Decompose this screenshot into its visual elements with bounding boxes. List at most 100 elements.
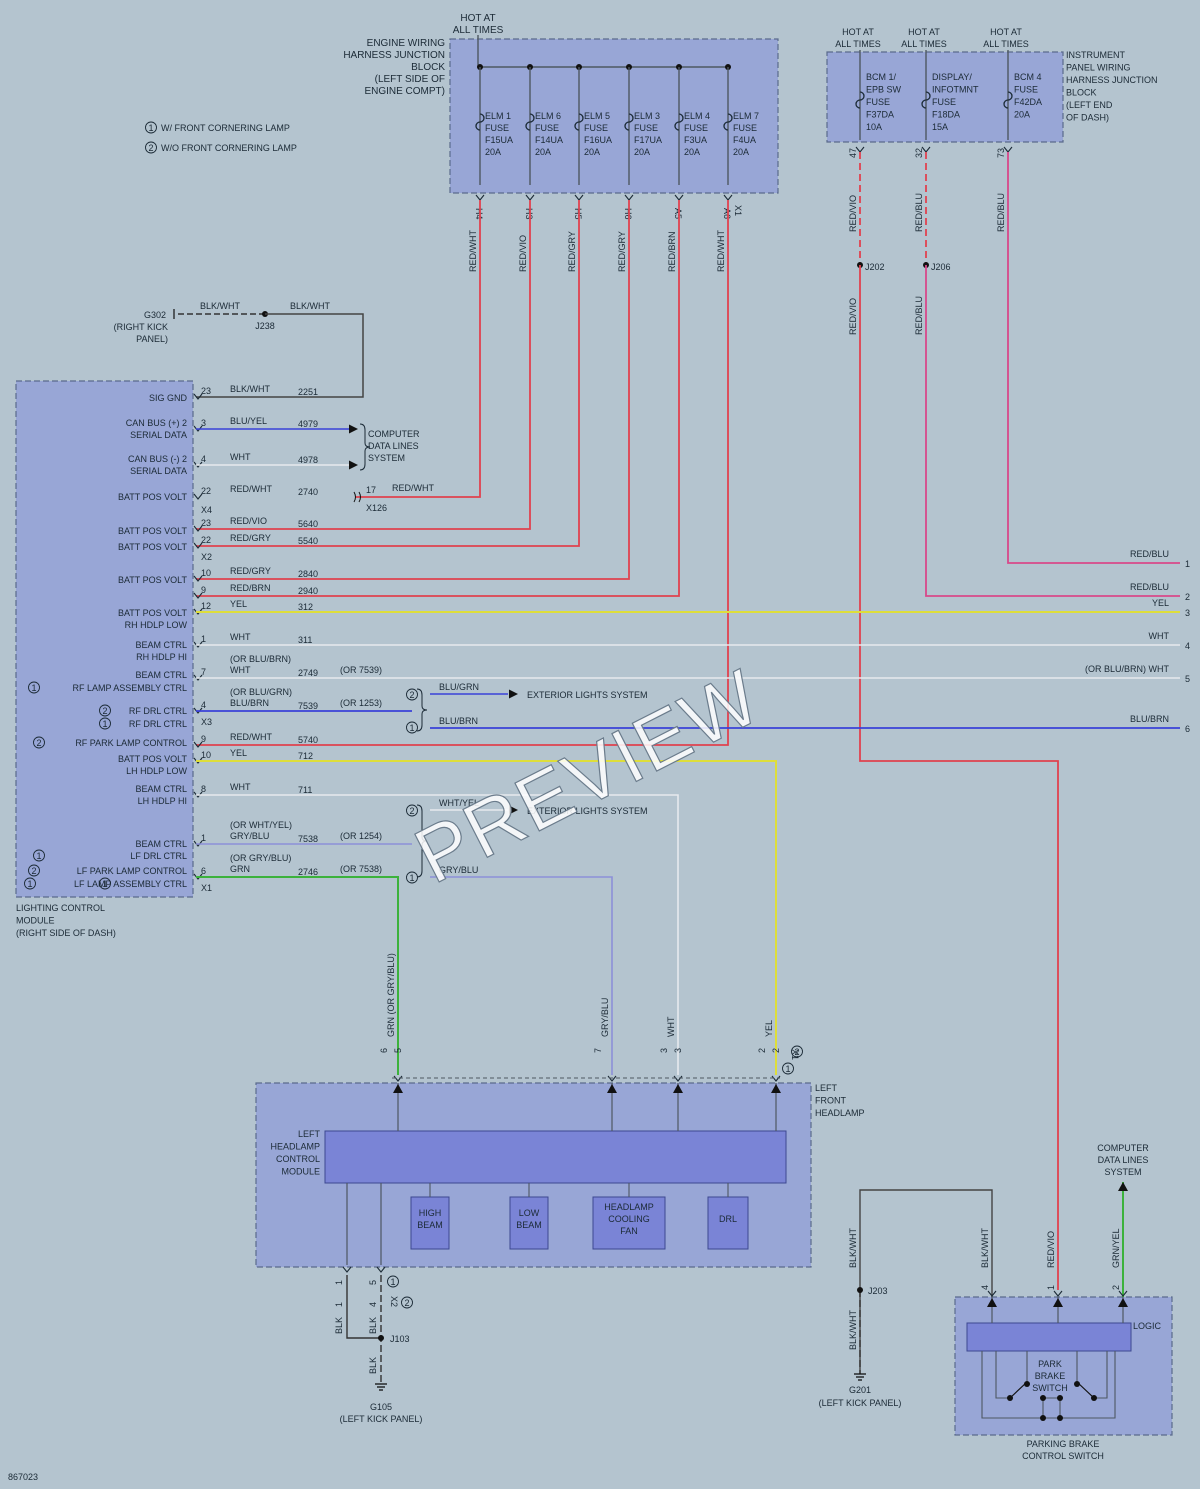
note-marker-label: 2: [148, 143, 153, 153]
offpage-pin: 2: [1185, 592, 1190, 602]
wire-color-label: (OR BLU/BRN) WHT: [1085, 664, 1169, 674]
wire-red-gry-2840: [196, 200, 630, 580]
note-marker-1: [387, 1275, 399, 1288]
offpage-pin: 3: [1185, 608, 1190, 618]
wire-color-label: BLU/BRN: [1130, 714, 1169, 724]
wire-color-label: GRY/BLU: [230, 831, 269, 841]
hot-at-all-times: HOT AT: [842, 27, 874, 37]
note-marker-2: [406, 688, 418, 701]
headlamp-title: FRONT: [815, 1096, 846, 1106]
lcm-pin-label: RF PARK LAMP CONTROL: [75, 738, 187, 748]
arrow-up-icon: [771, 1084, 781, 1093]
pin-label: 5: [393, 1048, 403, 1053]
wire: [1042, 1397, 1061, 1418]
lcm-pin-label: BEAM CTRL: [135, 839, 187, 849]
lcm-pin-label: RF DRL CTRL: [129, 719, 187, 729]
fuse-icon: [525, 113, 535, 131]
pin-label: 1: [334, 1302, 344, 1307]
lcm-pin-label: LF PARK LAMP CONTROL: [77, 866, 187, 876]
note-marker-label: 2: [36, 738, 41, 748]
note-marker-label: 1: [31, 683, 36, 693]
connector-chevron-icon: [193, 873, 203, 880]
wire-color-label: RED/VIO: [848, 298, 858, 335]
circuit-number: 7538: [298, 834, 318, 844]
wire-color-label: RED/VIO: [848, 195, 858, 232]
wire: [1096, 1351, 1108, 1399]
wire-color-label: RED/VIO: [230, 516, 267, 526]
computer-data-lines-label: COMPUTER: [368, 429, 420, 439]
connector-chevron-icon: [193, 575, 203, 582]
connector-chevron-icon: [193, 707, 203, 714]
lcm-pin-label: LH HDLP LOW: [126, 766, 187, 776]
park-brake-switch-label: BRAKE: [1035, 1371, 1066, 1381]
fuse-icon: [723, 113, 733, 131]
fuse-icon: [475, 113, 485, 131]
lcm-pin-label: BEAM CTRL: [135, 670, 187, 680]
circuit-number: 4979: [298, 419, 318, 429]
wire-alt-label: (OR GRY/BLU): [230, 853, 291, 863]
wire-color-label: BLK/WHT: [848, 1227, 858, 1268]
wire-color-label: RED/BLU: [1130, 582, 1169, 592]
note-marker-2: [401, 1296, 413, 1309]
connector-chevron-icon: [987, 1290, 997, 1297]
headlamp-control-title: LEFT: [298, 1129, 321, 1139]
fuse-label: 20A: [584, 147, 600, 157]
note-marker-1: [33, 849, 45, 862]
ip-block-title: OF DASH): [1066, 113, 1109, 123]
note-marker-1: [406, 721, 418, 734]
headlamp-control-title: HEADLAMP: [270, 1142, 320, 1152]
splice-dot: [857, 1287, 863, 1293]
ip-junction-block: [826, 51, 1064, 143]
headlamp-sub-label: LOW: [519, 1208, 540, 1218]
hot-at-all-times: ALL TIMES: [983, 39, 1029, 49]
circuit-number: 2746: [298, 867, 318, 877]
fuse-label: F18DA: [932, 110, 960, 120]
fuse-label: ELM 6: [535, 111, 561, 121]
wire-color-label: BLU/YEL: [230, 416, 267, 426]
lcm-pin-label: BATT POS VOLT: [118, 575, 188, 585]
fuse-label: BCM 1/: [866, 72, 897, 82]
wire-blk-wht-2251: [196, 313, 364, 398]
hot-at-all-times: ALL TIMES: [835, 39, 881, 49]
exterior-lights-label: EXTERIOR LIGHTS SYSTEM: [527, 806, 648, 816]
wire-red-gry-5540: [196, 200, 580, 547]
connector-chevron-icon: [193, 493, 203, 500]
wire-color-label: BLK/WHT: [848, 1309, 858, 1350]
offpage-pin: 6: [1185, 724, 1190, 734]
wire-red-blu-2: [925, 265, 1180, 597]
note-marker-2: [145, 141, 157, 154]
lcm-pin-number: 4: [201, 700, 206, 710]
arrow-up-icon: [393, 1084, 403, 1093]
arrow-right-icon: [509, 805, 518, 815]
wire-red-wht-5740: [196, 200, 729, 746]
connector-chevron-icon: [342, 1266, 352, 1273]
note-marker-1: [406, 871, 418, 884]
ip-block-title: HARNESS JUNCTION: [1066, 75, 1158, 85]
wire-color-label: BLU/GRN: [439, 682, 479, 692]
fuse-label: 20A: [485, 147, 501, 157]
engine-block-title: ENGINE WIRING: [367, 38, 446, 49]
legend-text: W/ FRONT CORNERING LAMP: [161, 123, 290, 133]
wire-alt-label: (OR WHT/YEL): [230, 820, 292, 830]
ip-block-title: BLOCK: [1066, 88, 1097, 98]
ip-block-title: PANEL WIRING: [1066, 63, 1131, 73]
arrow-right-icon: [509, 689, 518, 699]
wire-color-label: BLK: [334, 1317, 344, 1334]
headlamp-sub-label: BEAM: [417, 1220, 443, 1230]
lcm-title: MODULE: [16, 916, 55, 926]
pin-label: 32: [914, 148, 924, 158]
inline-connector-icon: [353, 491, 361, 503]
fuse-label: FUSE: [733, 123, 757, 133]
ip-block-title: (LEFT END: [1066, 100, 1113, 110]
lcm-pin-number: 22: [201, 535, 211, 545]
lcm-pin-label: RH HDLP LOW: [125, 620, 188, 630]
fuse-label: INFOTMNT: [932, 85, 979, 95]
circuit-number: 712: [298, 751, 313, 761]
lcm-pin-number: 9: [201, 734, 206, 744]
lighting-control-module: [15, 380, 194, 898]
lcm-pin-label: RF DRL CTRL: [129, 706, 187, 716]
wire-blk-1: [346, 1275, 381, 1339]
circuit-number: 5640: [298, 519, 318, 529]
note-marker-label: 2: [409, 690, 414, 700]
connector-label: X1: [790, 1049, 800, 1060]
